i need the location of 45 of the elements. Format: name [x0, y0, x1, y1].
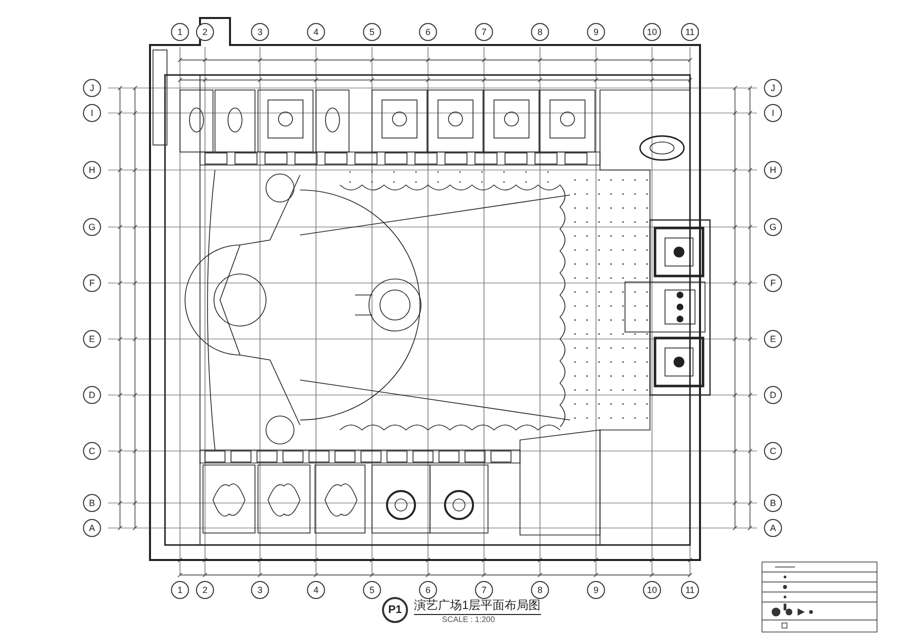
grid-axis-bubble: F [764, 274, 782, 292]
grid-axis-bubble: I [83, 104, 101, 122]
grid-axis-bubble: 6 [419, 581, 437, 599]
grid-axis-bubble: 11 [681, 581, 699, 599]
drawing-title: 演艺广场1层平面布局图 [414, 597, 541, 615]
grid-axis-bubble: H [764, 161, 782, 179]
scale-note: SCALE : 1:200 [442, 615, 495, 624]
grid-axis-bubble: 11 [681, 23, 699, 41]
grid-axis-bubble: 6 [419, 23, 437, 41]
grid-axis-bubble: 1 [171, 581, 189, 599]
grid-axis-bubble: J [83, 79, 101, 97]
grid-axis-bubble: 3 [251, 581, 269, 599]
grid-axis-bubble: 4 [307, 581, 325, 599]
grid-axis-bubble: 10 [643, 23, 661, 41]
grid-axis-bubble: B [764, 494, 782, 512]
grid-axis-bubble: 7 [475, 23, 493, 41]
grid-axis-bubble: 3 [251, 23, 269, 41]
grid-axis-bubble: D [83, 386, 101, 404]
grid-axis-bubble: 9 [587, 581, 605, 599]
grid-axis-bubble: 5 [363, 23, 381, 41]
grid-axis-bubble: H [83, 161, 101, 179]
grid-axis-bubble: 9 [587, 23, 605, 41]
grid-axis-bubble: G [83, 218, 101, 236]
grid-axis-bubble: 8 [531, 581, 549, 599]
grid-axis-bubble: A [83, 519, 101, 537]
grid-axis-bubble: 10 [643, 581, 661, 599]
grid-axis-bubble: D [764, 386, 782, 404]
grid-axis-bubble: 4 [307, 23, 325, 41]
grid-axis-bubble: 5 [363, 581, 381, 599]
grid-axis-bubble: F [83, 274, 101, 292]
grid-axis-bubble: 7 [475, 581, 493, 599]
grid-axis-bubble: A [764, 519, 782, 537]
grid-axis-bubble: 8 [531, 23, 549, 41]
grid-axis-bubble: E [764, 330, 782, 348]
grid-axis-bubble: 2 [196, 23, 214, 41]
grid-axis-bubble: B [83, 494, 101, 512]
drawing-number-bubble: P1 [382, 597, 408, 623]
grid-axis-bubble: C [764, 442, 782, 460]
grid-axis-bubble: 2 [196, 581, 214, 599]
grid-axis-bubble: I [764, 104, 782, 122]
grid-axis-bubble: J [764, 79, 782, 97]
grid-axis-bubble: G [764, 218, 782, 236]
grid-axis-bubble: 1 [171, 23, 189, 41]
grid-axis-bubble: E [83, 330, 101, 348]
grid-axis-bubble: C [83, 442, 101, 460]
